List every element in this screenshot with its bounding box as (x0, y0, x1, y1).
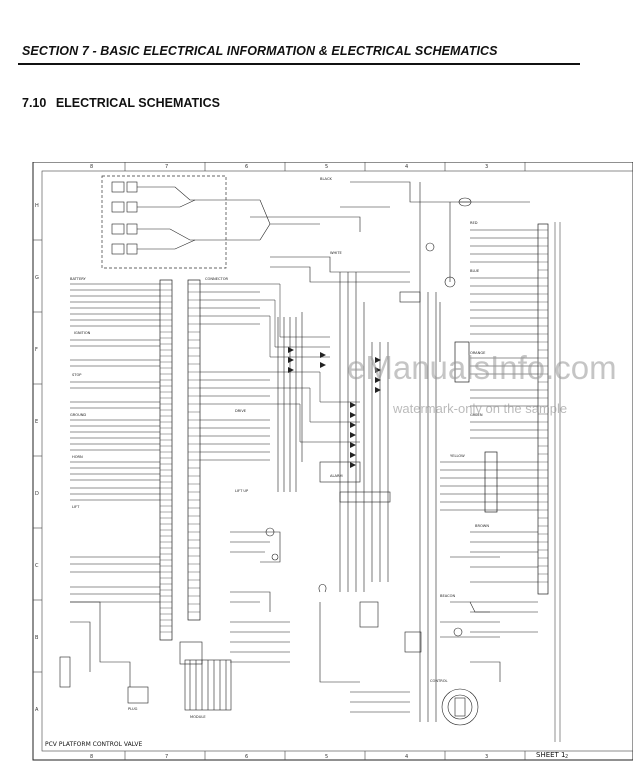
top-tick: 5 (325, 164, 328, 170)
diode-clusters (288, 347, 381, 468)
bottom-tick: 8 (90, 754, 93, 760)
svg-text:GROUND: GROUND (70, 413, 86, 417)
sheet-label: SHEET 1 (536, 751, 566, 759)
left-tick: H (35, 203, 39, 209)
right-wires (440, 229, 538, 633)
header-rule (18, 63, 580, 65)
bottom-tick: 7 (165, 754, 168, 760)
svg-text:RED: RED (470, 221, 478, 225)
section-title: SECTION 7 - BASIC ELECTRICAL INFORMATION… (22, 44, 498, 58)
mid-wires (200, 283, 360, 461)
joystick-switches (111, 181, 320, 255)
svg-text:IGNITION: IGNITION (74, 331, 91, 335)
bottom-tick: 5 (325, 754, 328, 760)
left-tick: G (35, 275, 39, 281)
svg-text:STOP: STOP (72, 373, 82, 377)
left-tick: D (35, 491, 39, 497)
subsection-number: 7.10 (22, 96, 47, 110)
schematic-inner-frame (41, 170, 633, 752)
left-tick: C (35, 563, 39, 569)
svg-text:WHITE: WHITE (330, 251, 343, 255)
svg-text:BATTERY: BATTERY (70, 277, 87, 281)
svg-text:LIFT UP: LIFT UP (235, 489, 249, 493)
subsection-title: ELECTRICAL SCHEMATICS (55, 96, 220, 110)
left-tick: A (35, 707, 39, 713)
vertical-bus (277, 182, 437, 722)
subsection-heading: 7.10 ELECTRICAL SCHEMATICS (22, 96, 220, 110)
bottom-tick: 3 (485, 754, 488, 760)
right-connector-block (454, 223, 549, 595)
top-tick: 3 (485, 164, 488, 170)
page-header: SECTION 7 - BASIC ELECTRICAL INFORMATION… (22, 44, 582, 58)
top-ticks: 8 7 6 5 4 3 (90, 164, 488, 170)
left-tick: F (35, 347, 38, 353)
svg-text:ORANGE: ORANGE (470, 351, 486, 355)
svg-text:HORN: HORN (72, 455, 83, 459)
top-tick: 6 (245, 164, 248, 170)
svg-text:CONTROL: CONTROL (430, 679, 448, 683)
schematic-labels: BATTERY IGNITION STOP GROUND HORN LIFT CONN… (70, 177, 489, 719)
svg-text:PLUG: PLUG (128, 707, 138, 711)
bottom-tick: 4 (405, 754, 408, 760)
svg-text:MODULE: MODULE (190, 715, 206, 719)
lower-components (230, 461, 501, 726)
svg-text:DRIVE: DRIVE (235, 409, 247, 413)
far-right-column (554, 222, 561, 742)
top-right-circuit (250, 181, 530, 362)
watermark-site: eManualsInfo.com (347, 349, 617, 386)
svg-text:BLUE: BLUE (470, 269, 480, 273)
schematic-frame (32, 162, 633, 761)
top-tick: 8 (90, 164, 93, 170)
svg-text:BLACK: BLACK (320, 177, 332, 181)
electrical-schematic: 8 7 6 5 4 3 8 7 6 5 4 3 2 H G F E D C B … (32, 162, 633, 761)
svg-text:YELLOW: YELLOW (450, 454, 465, 458)
svg-text:LIFT: LIFT (72, 505, 80, 509)
left-wires (70, 283, 160, 603)
watermark-note: watermark-only on the sample (393, 401, 568, 416)
left-ticks: H G F E D C B A (35, 203, 39, 713)
pcv-label: PCV PLATFORM CONTROL VALVE (45, 741, 142, 748)
right-connector-pins (538, 229, 548, 583)
top-tick: 7 (165, 164, 168, 170)
svg-text:BEACON: BEACON (440, 594, 455, 598)
svg-text:BROWN: BROWN (475, 524, 489, 528)
svg-text:CONNECTOR: CONNECTOR (205, 277, 229, 281)
bottom-connector (59, 601, 232, 711)
left-connector-pins (160, 283, 200, 633)
top-tick: 4 (405, 164, 408, 170)
svg-text:GREEN: GREEN (470, 413, 483, 417)
bottom-ticks: 8 7 6 5 4 3 2 (90, 754, 568, 760)
left-tick: B (35, 635, 39, 641)
svg-text:ALARM: ALARM (330, 474, 343, 478)
bottom-tick: 2 (565, 754, 568, 760)
joystick-dashed-box (101, 175, 227, 269)
left-connector-block (159, 279, 203, 665)
bottom-tick: 6 (245, 754, 248, 760)
left-tick: E (35, 419, 38, 425)
